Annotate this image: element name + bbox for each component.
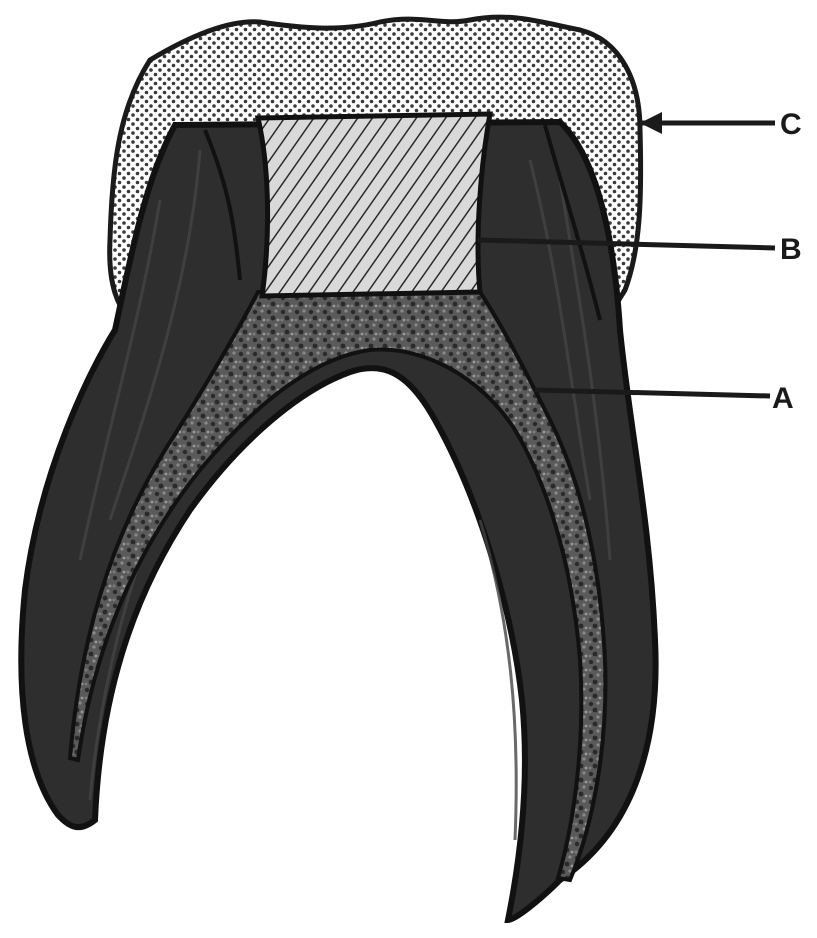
arrowhead-c [640, 112, 662, 134]
label-a: A [772, 382, 794, 415]
label-b: B [780, 233, 802, 266]
hatched-filling [258, 114, 490, 296]
label-c-group: C [640, 108, 802, 141]
label-c: C [780, 108, 802, 141]
